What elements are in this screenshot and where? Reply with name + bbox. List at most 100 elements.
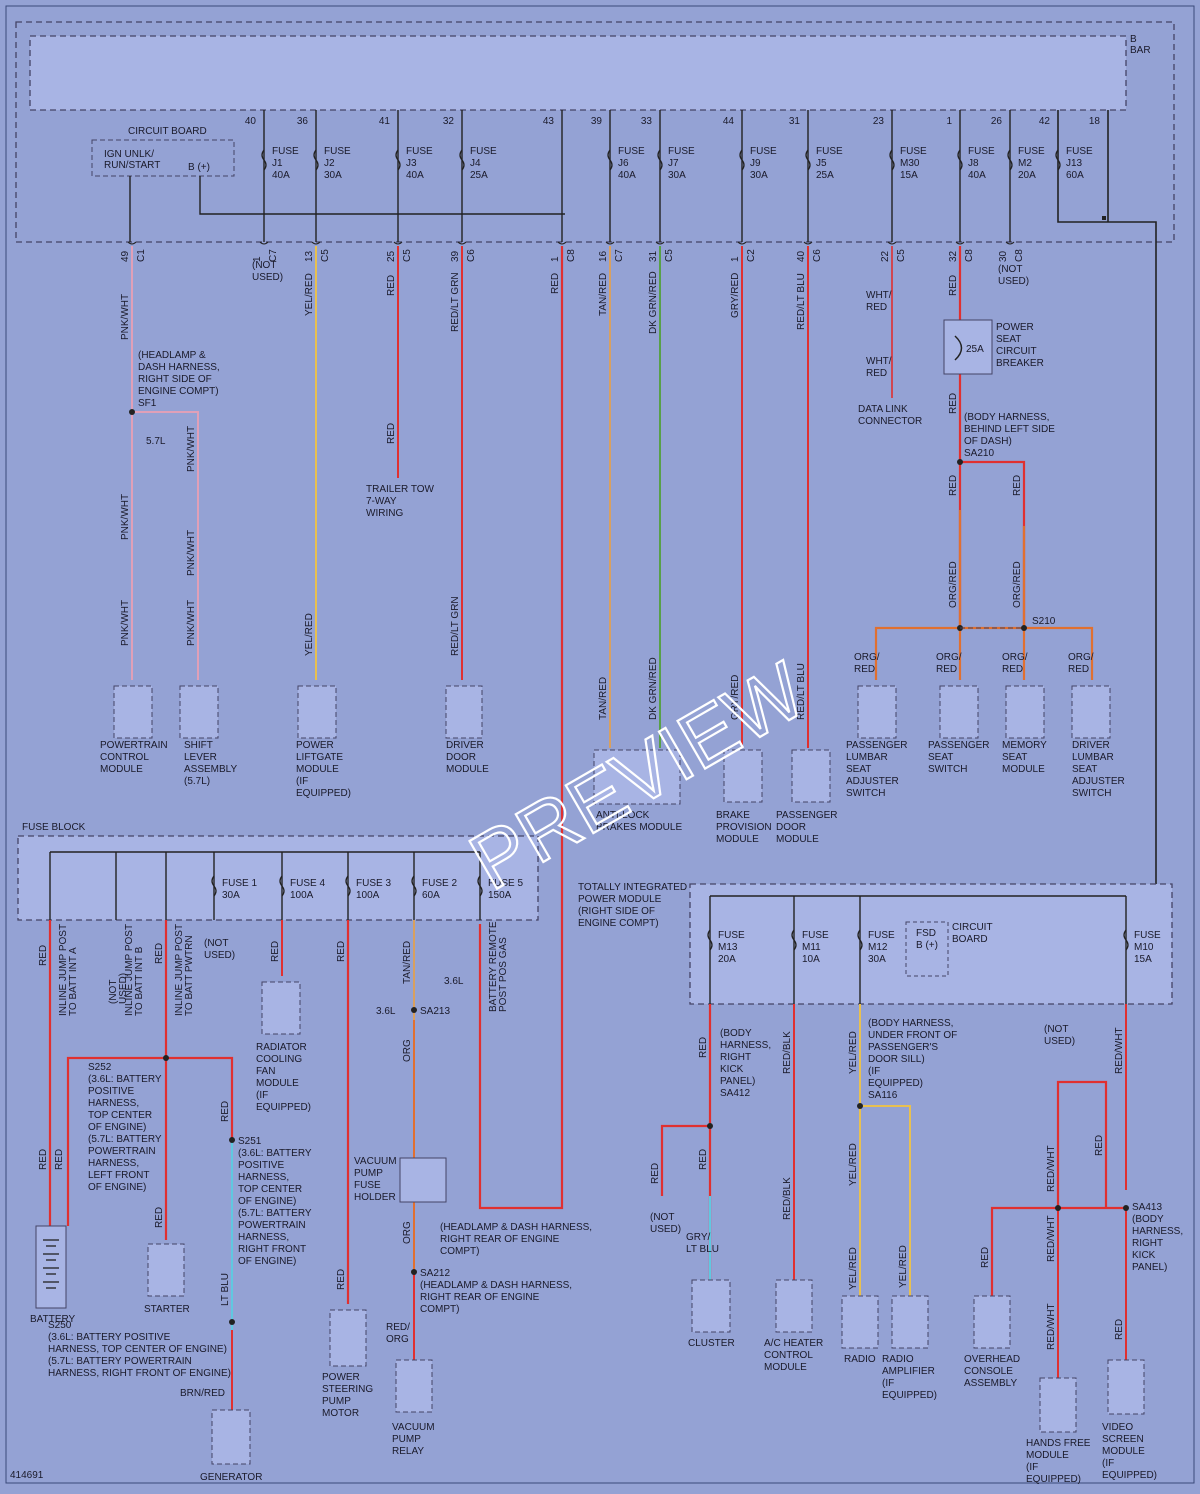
wire-color-label: TAN/RED xyxy=(598,677,609,720)
connector-symbol xyxy=(737,241,747,245)
bus-to-tipm-wire xyxy=(1057,110,1157,1004)
fuse-block xyxy=(17,835,539,921)
component-box xyxy=(791,749,831,803)
harness-note-label: (HEADLAMP & DASH HARNESS,RIGHT REAR OF E… xyxy=(440,1222,592,1257)
wire-color-label: RED xyxy=(980,1247,991,1268)
fuse-icon xyxy=(791,929,797,951)
wire-color-label: RED xyxy=(336,1269,347,1290)
connector-pin: 1 xyxy=(252,256,263,262)
fuse-icon xyxy=(477,875,483,897)
connector-id: C8 xyxy=(1014,249,1025,262)
wire-color-label: RED xyxy=(54,1149,65,1170)
connector-symbol xyxy=(605,241,615,245)
component-box xyxy=(179,685,219,739)
wire-color-label: ORG/RED xyxy=(854,652,880,675)
component-box xyxy=(261,981,301,1035)
component-box xyxy=(445,685,483,739)
power-distribution-outline xyxy=(15,21,1175,243)
wire-color-label: WHT/RED xyxy=(866,356,892,379)
top-fuse-pin: 36 xyxy=(297,116,309,127)
connector-pin: 13 xyxy=(304,250,315,262)
connector-id: C1 xyxy=(136,249,147,262)
component-box xyxy=(891,1295,929,1349)
diagram-frame xyxy=(5,5,1195,1484)
circuit-breaker xyxy=(943,319,993,375)
connector-id: C5 xyxy=(664,249,675,262)
fuse-icon xyxy=(345,875,351,897)
wire-color-label: RED xyxy=(386,423,397,444)
component-box xyxy=(147,1243,185,1297)
wire-color-label: GRY/LT BLU xyxy=(686,1232,719,1255)
connector-id: C8 xyxy=(566,249,577,262)
wire-color-label: RED xyxy=(550,273,561,294)
connector-symbol xyxy=(1005,241,1015,245)
jump-post-label: INLINE JUMP POSTTO BATT PWTRN xyxy=(174,924,195,1016)
component-box xyxy=(775,1279,813,1333)
diagram-id: 414691 xyxy=(10,1470,44,1481)
wire-color-label: YEL/RED xyxy=(848,1247,859,1290)
wire-color-label: RED xyxy=(1114,1319,1125,1340)
fuse-icon xyxy=(1055,149,1061,171)
connector-symbol xyxy=(655,241,665,245)
component-box xyxy=(1005,685,1045,739)
engine-36-label: 3.6L xyxy=(376,1006,396,1017)
wire-color-label: RED xyxy=(336,941,347,962)
ign-switch-box xyxy=(91,139,235,177)
wire-color-label: RED/BLK xyxy=(782,1031,793,1074)
engine-36-label: 3.6L xyxy=(444,976,464,987)
preview-watermark: PREVIEW xyxy=(455,645,819,907)
wire-color-label: RED/WHT xyxy=(1046,1215,1057,1262)
ign-switch-label: IGN UNLK/RUN/START xyxy=(104,149,160,171)
component-box xyxy=(1107,1359,1145,1415)
wire-color-label: RED/WHT xyxy=(1046,1145,1057,1192)
wire-color-label: RED/WHT xyxy=(1114,1027,1125,1074)
fuse-icon xyxy=(657,149,663,171)
connector-pin: 1 xyxy=(550,256,561,262)
connector-id: C6 xyxy=(812,249,823,262)
connector-symbol xyxy=(803,241,813,245)
fuse-icon xyxy=(707,929,713,951)
fuse-icon xyxy=(411,875,417,897)
top-fuse-pin: 1 xyxy=(946,116,952,127)
component-box xyxy=(691,1279,731,1333)
connector-id: C7 xyxy=(614,249,625,262)
b-plus-label: B (+) xyxy=(188,162,210,173)
connector-pin: 40 xyxy=(796,250,807,262)
wire-color-label: ORG/RED xyxy=(1012,561,1023,608)
wire-color-label: RED xyxy=(386,275,397,296)
jump-post-label: INLINE JUMP POSTTO BATT INT A xyxy=(58,924,79,1016)
wire-color-label: BRN/RED xyxy=(180,1388,225,1399)
component-label: GENERATOR xyxy=(200,1472,262,1483)
wire-color-label: PNK/WHT xyxy=(120,494,131,540)
breaker-rating: 25A xyxy=(966,344,984,355)
splice-s210-label: S210 xyxy=(1032,616,1056,627)
wire-color-label: YEL/RED xyxy=(898,1245,909,1288)
wire-color-label: TAN/RED xyxy=(402,941,413,984)
wire-color-label: RED xyxy=(220,1101,231,1122)
connector-pin: 39 xyxy=(450,250,461,262)
fuse-icon xyxy=(459,149,465,171)
wire-color-label: DK GRN/RED xyxy=(648,271,659,334)
fuse-block-wires xyxy=(48,920,415,1410)
wire-color-label: TAN/RED xyxy=(598,273,609,316)
fuse-icon xyxy=(889,149,895,171)
main-wires xyxy=(131,246,1094,1210)
wire-color-label: ORG/RED xyxy=(1068,652,1094,675)
wire-labels: PNK/WHTPNK/WHTPNK/WHTPNK/WHTPNK/WHTPNK/W… xyxy=(38,271,1125,1399)
